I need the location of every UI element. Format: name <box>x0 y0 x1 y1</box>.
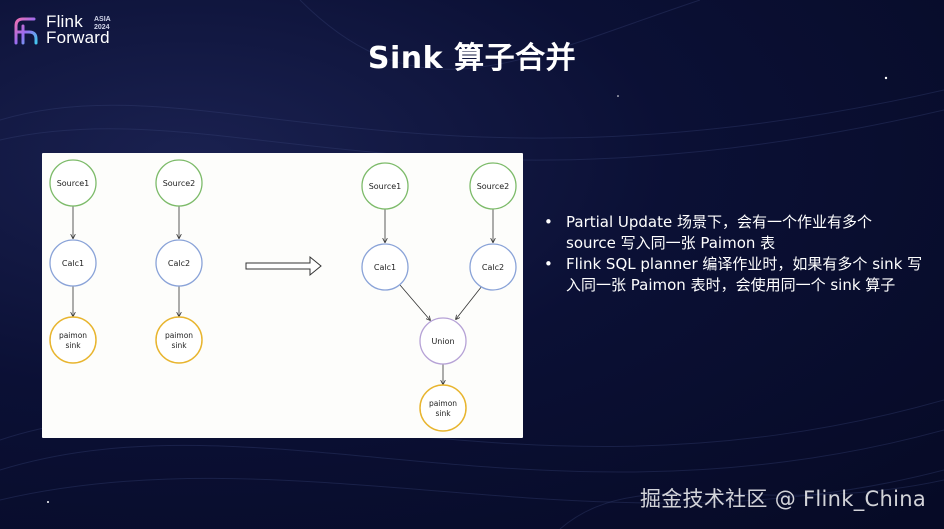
node-label-line2: sink <box>171 341 187 350</box>
diagram-canvas: Source1 Calc1 paimon sink Source2 Calc2 <box>49 159 517 432</box>
logo-badge-asia: ASIA <box>94 16 111 23</box>
node-label: Calc2 <box>168 259 190 268</box>
node-label: Source2 <box>163 179 196 188</box>
node-source1-left: Source1 <box>49 159 97 207</box>
transform-arrow-icon <box>245 255 322 277</box>
bullet-list: Partial Update 场景下，会有一个作业有多个 source 写入同一… <box>544 212 924 296</box>
logo-line-forward: Forward <box>46 28 110 47</box>
node-calc2-left: Calc2 <box>155 239 203 287</box>
node-label-line2: sink <box>435 409 451 418</box>
node-label: Source1 <box>369 182 402 191</box>
flink-forward-logo: Flink Forward ASIA 2024 <box>12 12 132 48</box>
node-label-line1: paimon <box>429 399 457 408</box>
operator-diagram: Source1 Calc1 paimon sink Source2 Calc2 <box>42 153 523 438</box>
node-label: Calc2 <box>482 263 504 272</box>
node-label: Source2 <box>477 182 510 191</box>
node-label-line1: paimon <box>165 331 193 340</box>
node-source1-right: Source1 <box>361 162 409 210</box>
bullet-item: Partial Update 场景下，会有一个作业有多个 source 写入同一… <box>544 212 924 254</box>
node-source2-left: Source2 <box>155 159 203 207</box>
node-calc1-left: Calc1 <box>49 239 97 287</box>
slide-title: Sink 算子合并 <box>367 41 577 76</box>
node-union: Union <box>419 317 467 365</box>
edge-right-calc2-union <box>456 285 483 319</box>
node-sink-right: paimon sink <box>419 384 467 432</box>
logo-badge-year: 2024 <box>94 24 110 31</box>
node-calc1-right: Calc1 <box>361 243 409 291</box>
edge-right-calc1-union <box>399 284 430 320</box>
node-label: Calc1 <box>62 259 84 268</box>
node-sink1-left: paimon sink <box>49 316 97 364</box>
node-label: Source1 <box>57 179 90 188</box>
node-label-line2: sink <box>65 341 81 350</box>
watermark: 掘金技术社区 @ Flink_China <box>639 487 926 511</box>
node-label-line1: paimon <box>59 331 87 340</box>
logo-line-flink: Flink <box>46 12 83 31</box>
flink-logo-icon <box>14 17 38 45</box>
node-sink2-left: paimon sink <box>155 316 203 364</box>
bullet-item: Flink SQL planner 编译作业时，如果有多个 sink 写入同一张… <box>544 254 924 296</box>
node-label: Union <box>431 337 454 346</box>
node-calc2-right: Calc2 <box>469 243 517 291</box>
node-source2-right: Source2 <box>469 162 517 210</box>
node-label: Calc1 <box>374 263 396 272</box>
